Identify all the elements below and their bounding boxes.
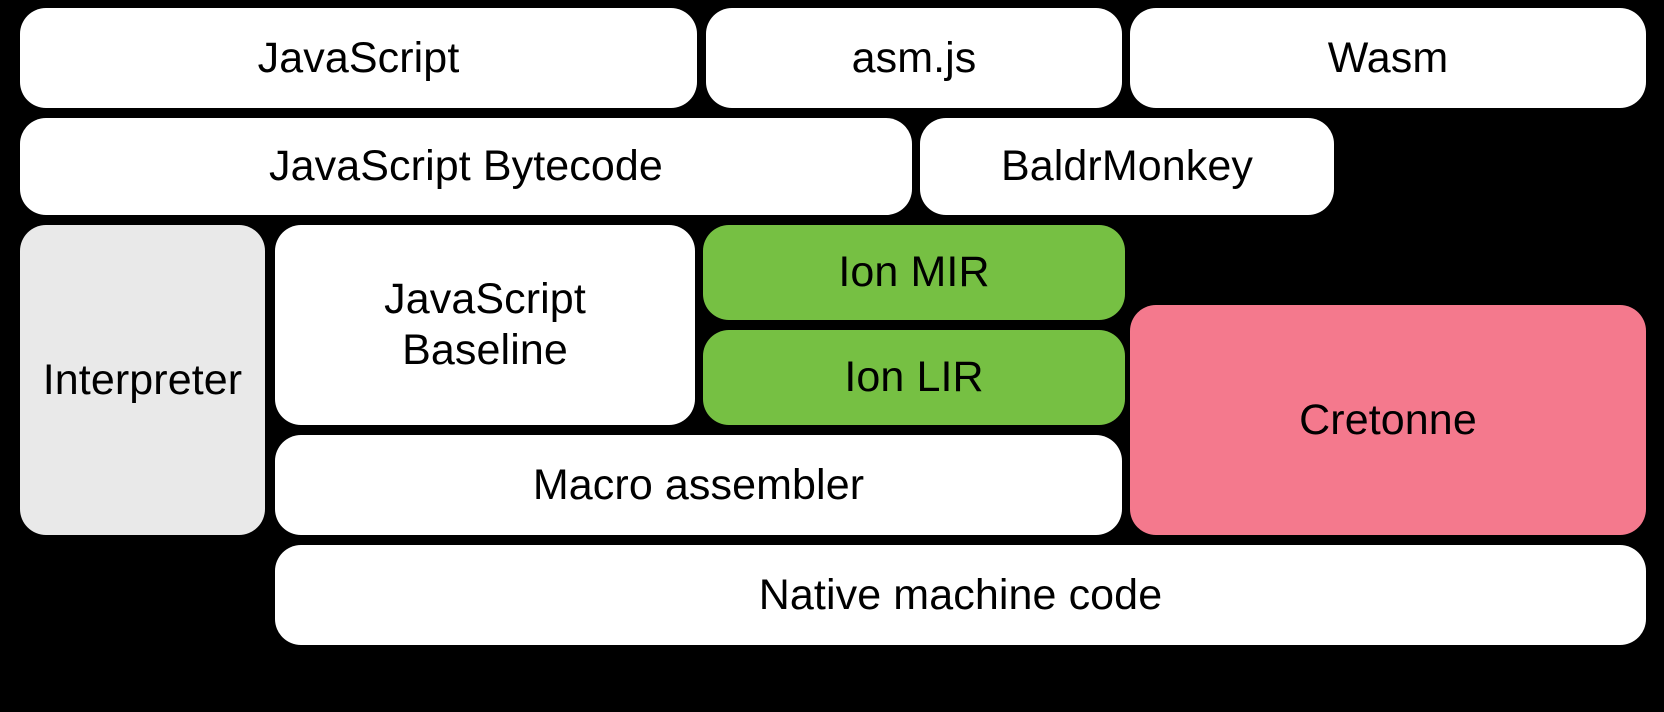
node-baldrmonkey[interactable]: BaldrMonkey bbox=[920, 118, 1334, 215]
node-asmjs[interactable]: asm.js bbox=[706, 8, 1122, 108]
node-ion-lir[interactable]: Ion LIR bbox=[703, 330, 1125, 425]
node-macro-assembler[interactable]: Macro assembler bbox=[275, 435, 1122, 535]
node-javascript-bytecode[interactable]: JavaScript Bytecode bbox=[20, 118, 912, 215]
node-native-machine-code[interactable]: Native machine code bbox=[275, 545, 1646, 645]
node-ion-mir[interactable]: Ion MIR bbox=[703, 225, 1125, 320]
node-cretonne[interactable]: Cretonne bbox=[1130, 305, 1646, 535]
node-interpreter[interactable]: Interpreter bbox=[20, 225, 265, 535]
node-javascript[interactable]: JavaScript bbox=[20, 8, 697, 108]
node-javascript-baseline[interactable]: JavaScript Baseline bbox=[275, 225, 695, 425]
node-wasm[interactable]: Wasm bbox=[1130, 8, 1646, 108]
